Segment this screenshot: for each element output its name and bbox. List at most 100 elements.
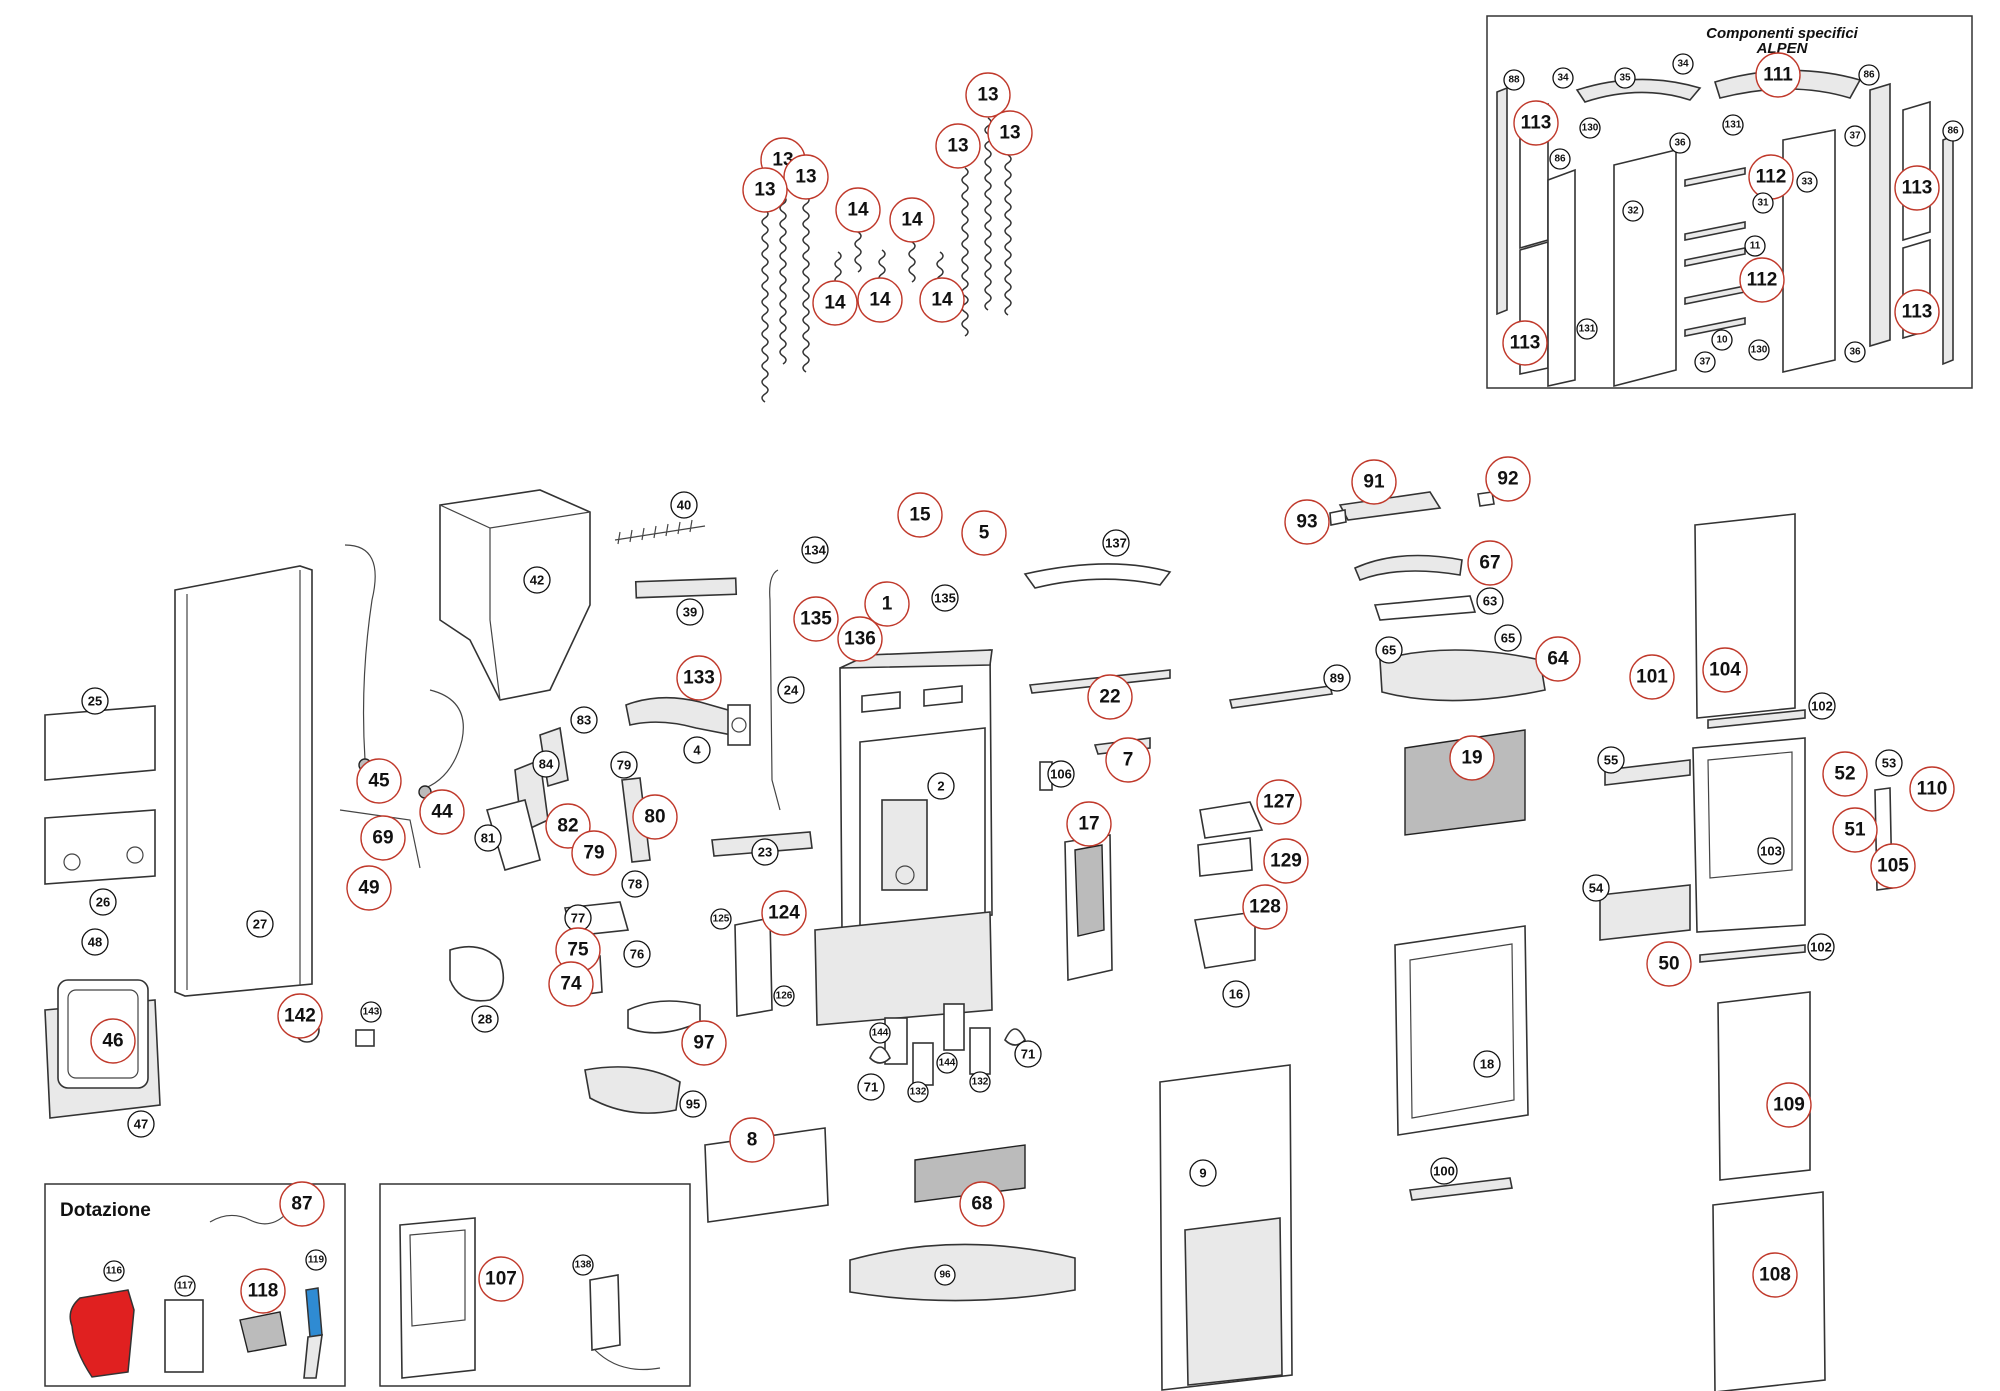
part-number: 130 [1751, 345, 1768, 356]
part-number: 14 [824, 293, 846, 314]
part-label-37: 37 [1844, 125, 1866, 147]
part-label-37: 37 [1694, 351, 1716, 373]
part-number: 74 [560, 974, 582, 995]
main-body [704, 649, 1076, 1302]
part-number: 125 [713, 914, 730, 925]
part-number: 36 [1674, 138, 1686, 149]
part-number: 108 [1759, 1265, 1791, 1286]
part-label-8: 8 [729, 1117, 775, 1163]
part-number: 13 [999, 123, 1020, 144]
part-label-11: 11 [1744, 235, 1766, 257]
part-label-67: 67 [1467, 540, 1513, 586]
part-number: 110 [1917, 779, 1948, 800]
part-number: 14 [869, 290, 891, 311]
part-number: 111 [1763, 65, 1793, 86]
part-label-128: 128 [1242, 884, 1288, 930]
part-label-95: 95 [679, 1090, 707, 1118]
part-label-130: 130 [1748, 339, 1770, 361]
part-label-79: 79 [571, 830, 617, 876]
part-number: 15 [909, 505, 931, 526]
part-number: 105 [1877, 856, 1909, 877]
kit-title: Dotazione [60, 1200, 151, 1221]
part-number: 86 [1863, 70, 1875, 81]
part-label-34: 34 [1672, 53, 1694, 75]
part-label-64: 64 [1535, 636, 1581, 682]
part-label-69: 69 [360, 815, 406, 861]
part-label-71: 71 [857, 1073, 885, 1101]
part-number: 25 [88, 694, 102, 709]
part-number: 106 [1050, 767, 1072, 782]
part-number: 135 [800, 609, 832, 630]
part-label-109: 109 [1766, 1082, 1812, 1128]
part-label-78: 78 [621, 870, 649, 898]
part-number: 118 [248, 1281, 279, 1302]
part-label-46: 46 [90, 1018, 136, 1064]
part-number: 112 [1756, 167, 1787, 188]
part-label-143: 143 [360, 1001, 382, 1023]
part-label-23: 23 [751, 838, 779, 866]
part-number: 131 [1579, 324, 1596, 335]
part-number: 50 [1658, 954, 1679, 975]
dotazione-box: Dotazione [44, 1183, 346, 1387]
part-label-13: 13 [935, 123, 981, 169]
part-number: 32 [1627, 206, 1639, 217]
part-number: 87 [291, 1194, 312, 1215]
part-number: 51 [1844, 820, 1866, 841]
part-label-117: 117 [174, 1275, 196, 1297]
part-number: 39 [683, 605, 697, 620]
part-number: 135 [934, 591, 956, 606]
part-label-86: 86 [1942, 120, 1964, 142]
part-label-52: 52 [1822, 751, 1868, 797]
part-label-16: 16 [1222, 980, 1250, 1008]
part-label-15: 15 [897, 492, 943, 538]
part-number: 96 [939, 1270, 951, 1281]
part-label-27: 27 [246, 910, 274, 938]
part-number: 35 [1619, 73, 1631, 84]
part-label-44: 44 [419, 789, 465, 835]
part-label-76: 76 [623, 940, 651, 968]
part-number: 48 [88, 935, 102, 950]
part-number: 13 [754, 180, 775, 201]
part-number: 83 [577, 713, 591, 728]
part-label-36: 36 [1669, 132, 1691, 154]
part-number: 53 [1882, 756, 1896, 771]
part-label-144: 144 [869, 1022, 891, 1044]
part-number: 24 [784, 683, 799, 698]
part-number: 68 [971, 1194, 992, 1215]
part-number: 143 [363, 1007, 380, 1018]
part-number: 65 [1382, 643, 1396, 658]
part-number: 84 [539, 757, 554, 772]
part-number: 91 [1363, 472, 1385, 493]
part-number: 101 [1636, 667, 1668, 688]
part-number: 113 [1902, 178, 1933, 199]
part-number: 13 [947, 136, 968, 157]
part-label-22: 22 [1087, 674, 1133, 720]
part-label-113: 113 [1894, 165, 1940, 211]
part-label-14: 14 [919, 277, 965, 323]
part-number: 134 [804, 543, 826, 558]
part-label-49: 49 [346, 865, 392, 911]
part-label-133: 133 [676, 655, 722, 701]
part-number: 64 [1547, 649, 1569, 670]
part-label-110: 110 [1909, 766, 1955, 812]
part-number: 27 [253, 917, 267, 932]
part-number: 45 [368, 771, 390, 792]
part-label-39: 39 [676, 598, 704, 626]
part-number: 104 [1709, 660, 1741, 681]
part-number: 102 [1810, 940, 1832, 955]
part-number: 113 [1902, 302, 1933, 323]
part-number: 34 [1677, 59, 1689, 70]
part-label-65: 65 [1375, 636, 1403, 664]
part-label-89: 89 [1323, 664, 1351, 692]
part-label-7: 7 [1105, 737, 1151, 783]
part-number: 128 [1249, 897, 1281, 918]
part-label-132: 132 [907, 1081, 929, 1103]
part-number: 71 [864, 1080, 878, 1095]
part-label-144: 144 [936, 1052, 958, 1074]
part-number: 36 [1849, 347, 1861, 358]
part-number: 82 [557, 816, 578, 837]
part-number: 97 [693, 1033, 714, 1054]
part-label-47: 47 [127, 1110, 155, 1138]
part-label-104: 104 [1702, 647, 1748, 693]
part-number: 132 [910, 1087, 927, 1098]
